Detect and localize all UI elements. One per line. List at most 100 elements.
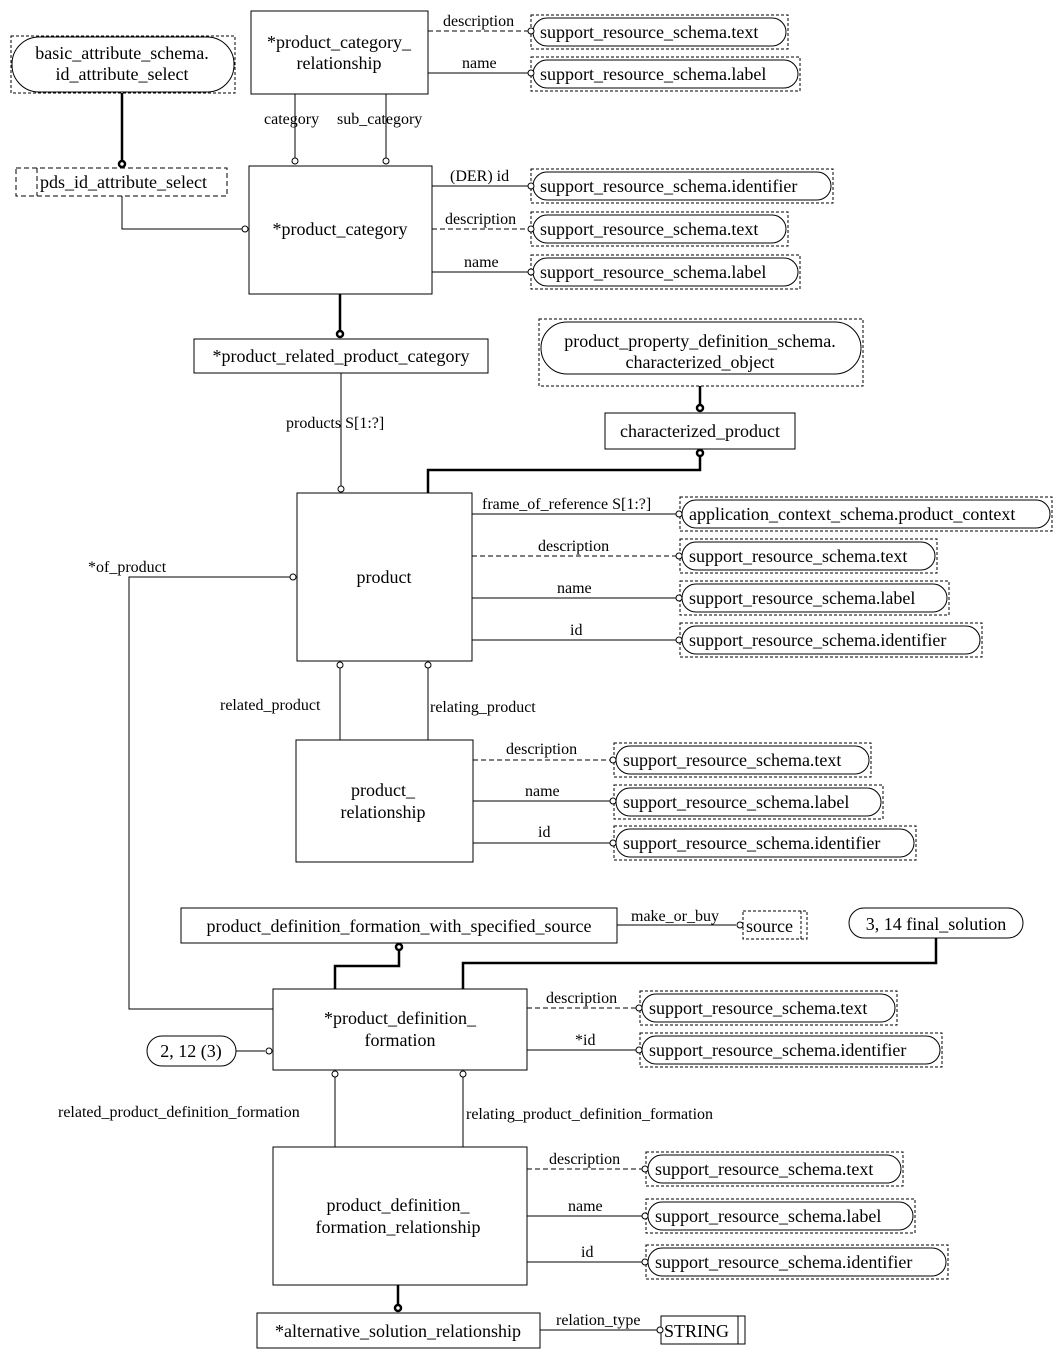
svg-text:support_resource_schema.identi: support_resource_schema.identifier (623, 833, 880, 853)
external-basic-line1: basic_attribute_schema. (35, 43, 208, 63)
ext-pr-label: support_resource_schema.label (613, 784, 884, 820)
external-ppds-line1: product_property_definition_schema. (564, 331, 835, 351)
external-basic-id-attribute-select: basic_attribute_schema. id_attribute_sel… (10, 35, 236, 94)
svg-text:relationship: relationship (297, 53, 382, 73)
svg-text:support_resource_schema.text: support_resource_schema.text (540, 219, 758, 239)
label-pc-name: name (464, 254, 499, 271)
label-der-id: (DER) id (450, 168, 509, 185)
label-product-id: id (570, 622, 582, 639)
svg-text:support_resource_schema.identi: support_resource_schema.identifier (649, 1040, 906, 1060)
label-pdfr-description: description (549, 1151, 620, 1168)
ext-product-context: application_context_schema.product_conte… (679, 496, 1053, 532)
ext-product-label: support_resource_schema.label (679, 580, 950, 616)
svg-text:support_resource_schema.text: support_resource_schema.text (540, 22, 758, 42)
label-pr-id: id (538, 824, 550, 841)
svg-text:product_: product_ (351, 780, 416, 800)
ext-product-text: support_resource_schema.text (679, 538, 938, 574)
entity-product-definition-formation: *product_definition_ formation (272, 988, 528, 1071)
svg-text:support_resource_schema.label: support_resource_schema.label (655, 1206, 881, 1226)
svg-text:3, 14 final_solution: 3, 14 final_solution (866, 914, 1007, 934)
attribute-labels: description name category sub_category (… (58, 13, 719, 1329)
entity-product-related-product-category: *product_related_product_category (193, 338, 489, 374)
label-make-or-buy: make_or_buy (631, 908, 719, 925)
svg-text:STRING: STRING (664, 1321, 729, 1341)
label-product-name: name (557, 580, 592, 597)
svg-text:*product_related_product_categ: *product_related_product_category (213, 346, 470, 366)
entity-product-relationship: product_ relationship (295, 739, 474, 863)
svg-text:formation: formation (365, 1030, 436, 1050)
svg-text:support_resource_schema.text: support_resource_schema.text (689, 546, 907, 566)
ext-pdfr-text: support_resource_schema.text (645, 1151, 904, 1187)
svg-text:product: product (357, 567, 412, 587)
svg-text:support_resource_schema.label: support_resource_schema.label (689, 588, 915, 608)
ext-pr-identifier: support_resource_schema.identifier (613, 825, 917, 861)
ext-pdfr-label: support_resource_schema.label (645, 1198, 916, 1234)
svg-text:support_resource_schema.text: support_resource_schema.text (655, 1159, 873, 1179)
label-pr-name: name (525, 783, 560, 800)
label-pdf-star-id: *id (575, 1032, 595, 1049)
svg-text:support_resource_schema.text: support_resource_schema.text (623, 750, 841, 770)
label-category: category (264, 111, 319, 128)
ext-pcr-text: support_resource_schema.text (530, 14, 789, 50)
svg-text:product_definition_: product_definition_ (327, 1195, 471, 1215)
svg-text:*product_definition_: *product_definition_ (324, 1008, 477, 1028)
svg-text:pds_id_attribute_select: pds_id_attribute_select (40, 172, 207, 192)
svg-text:support_resource_schema.identi: support_resource_schema.identifier (540, 176, 797, 196)
entity-product-category-relationship: *product_category_ relationship (250, 10, 429, 95)
entity-product-category: *product_category (248, 165, 433, 295)
svg-text:product_definition_formation_w: product_definition_formation_with_specif… (207, 916, 592, 936)
svg-text:2, 12 (3): 2, 12 (3) (160, 1041, 222, 1062)
line-end-circles (241, 27, 744, 1334)
ext-pr-text: support_resource_schema.text (613, 742, 872, 778)
select-source: source (742, 910, 808, 940)
label-pdfr-id: id (581, 1244, 593, 1261)
svg-text:support_resource_schema.label: support_resource_schema.label (540, 262, 766, 282)
svg-text:*product_category: *product_category (273, 219, 408, 239)
svg-text:support_resource_schema.text: support_resource_schema.text (649, 998, 867, 1018)
ext-product-identifier: support_resource_schema.identifier (679, 622, 983, 658)
label-pr-description: description (506, 741, 577, 758)
label-pc-description: description (445, 211, 516, 228)
svg-text:support_resource_schema.label: support_resource_schema.label (540, 64, 766, 84)
label-pcr-name: name (462, 55, 497, 72)
svg-text:relationship: relationship (341, 802, 426, 822)
label-products: products S[1:?] (286, 415, 384, 432)
label-relation-type: relation_type (556, 1312, 640, 1329)
label-pdfr-name: name (568, 1198, 603, 1215)
relationship-lines (120, 30, 938, 1331)
label-relating-pdf: relating_product_definition_formation (466, 1106, 713, 1123)
page-ref-2-12: 2, 12 (3) (146, 1035, 237, 1067)
svg-text:support_resource_schema.identi: support_resource_schema.identifier (655, 1252, 912, 1272)
label-related-pdf: related_product_definition_formation (58, 1104, 300, 1121)
entity-pdf-with-specified-source: product_definition_formation_with_specif… (180, 907, 618, 944)
entity-product: product (296, 492, 473, 662)
ext-pcr-label: support_resource_schema.label (530, 56, 801, 92)
ext-pdf-text: support_resource_schema.text (639, 990, 898, 1026)
entity-alternative-solution-relationship: *alternative_solution_relationship (256, 1312, 541, 1349)
ext-pc-label: support_resource_schema.label (530, 254, 801, 290)
svg-text:source: source (746, 916, 793, 936)
external-ppds-line2: characterized_object (626, 352, 775, 372)
ext-pc-identifier: support_resource_schema.identifier (530, 168, 834, 204)
select-pds-id-attribute-select: pds_id_attribute_select (15, 167, 228, 197)
external-basic-line2: id_attribute_select (56, 64, 189, 84)
label-pdf-description: description (546, 990, 617, 1007)
subtype-circles (117, 159, 705, 1313)
ext-pdf-identifier: support_resource_schema.identifier (639, 1032, 943, 1068)
svg-text:support_resource_schema.label: support_resource_schema.label (623, 792, 849, 812)
label-related-product: related_product (220, 697, 321, 714)
label-frame-of-reference: frame_of_reference S[1:?] (482, 496, 651, 513)
label-relating-product: relating_product (430, 699, 536, 716)
type-string: STRING (660, 1315, 746, 1345)
external-ppds-characterized-object: product_property_definition_schema. char… (538, 318, 864, 387)
svg-text:characterized_product: characterized_product (620, 421, 780, 441)
svg-text:formation_relationship: formation_relationship (316, 1217, 481, 1237)
svg-text:*alternative_solution_relation: *alternative_solution_relationship (275, 1321, 521, 1341)
svg-text:*product_category_: *product_category_ (267, 32, 412, 52)
label-sub-category: sub_category (337, 111, 422, 128)
svg-text:application_context_schema.pro: application_context_schema.product_conte… (689, 504, 1015, 524)
entity-characterized-product: characterized_product (604, 412, 796, 450)
label-product-description: description (538, 538, 609, 555)
label-pcr-description: description (443, 13, 514, 30)
